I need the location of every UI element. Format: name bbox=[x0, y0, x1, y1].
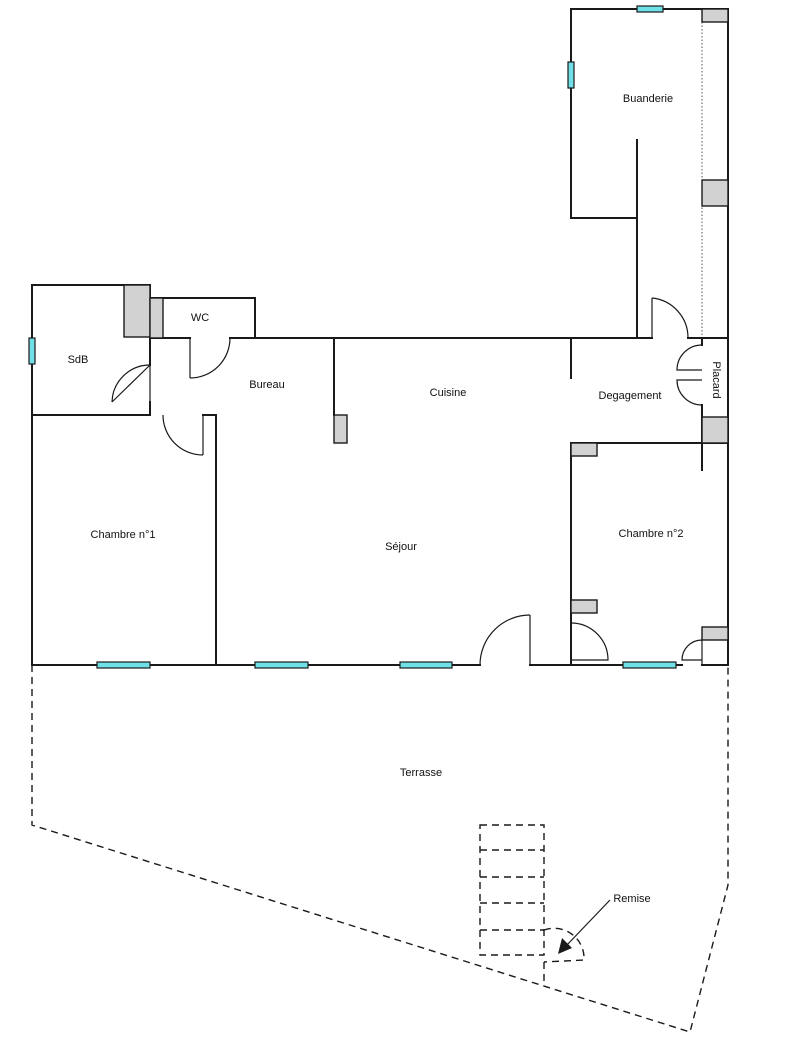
windows bbox=[28, 5, 677, 669]
label-wc: WC bbox=[191, 312, 209, 324]
label-degagement: Degagement bbox=[599, 390, 662, 402]
label-placard: Placard bbox=[710, 361, 722, 398]
window bbox=[622, 661, 677, 669]
pillar bbox=[701, 416, 729, 444]
label-cuisine: Cuisine bbox=[430, 387, 467, 399]
window bbox=[96, 661, 151, 669]
pillar bbox=[570, 599, 598, 614]
pillar bbox=[333, 414, 348, 444]
label-sdb: SdB bbox=[68, 354, 89, 366]
label-bureau: Bureau bbox=[249, 379, 284, 391]
label-chambre2: Chambre n°2 bbox=[619, 528, 684, 540]
label-terrasse: Terrasse bbox=[400, 767, 442, 779]
window bbox=[28, 337, 36, 365]
label-buanderie: Buanderie bbox=[623, 93, 673, 105]
pillar bbox=[701, 179, 729, 207]
pillar bbox=[701, 626, 729, 641]
window bbox=[567, 61, 575, 89]
pillars bbox=[123, 8, 729, 641]
pillar bbox=[123, 284, 151, 338]
label-remise: Remise bbox=[613, 893, 650, 905]
label-chambre1: Chambre n°1 bbox=[91, 529, 156, 541]
pillar bbox=[570, 442, 598, 457]
terrasse-outline bbox=[31, 665, 729, 1033]
pillar bbox=[149, 297, 164, 339]
room-labels: Buanderie WC SdB Bureau Cuisine Degageme… bbox=[68, 93, 722, 905]
remise-outline bbox=[479, 824, 611, 985]
label-sejour: Séjour bbox=[385, 541, 417, 553]
window bbox=[636, 5, 664, 13]
doors bbox=[111, 297, 703, 666]
window bbox=[254, 661, 309, 669]
pillar bbox=[701, 8, 729, 23]
window bbox=[399, 661, 453, 669]
